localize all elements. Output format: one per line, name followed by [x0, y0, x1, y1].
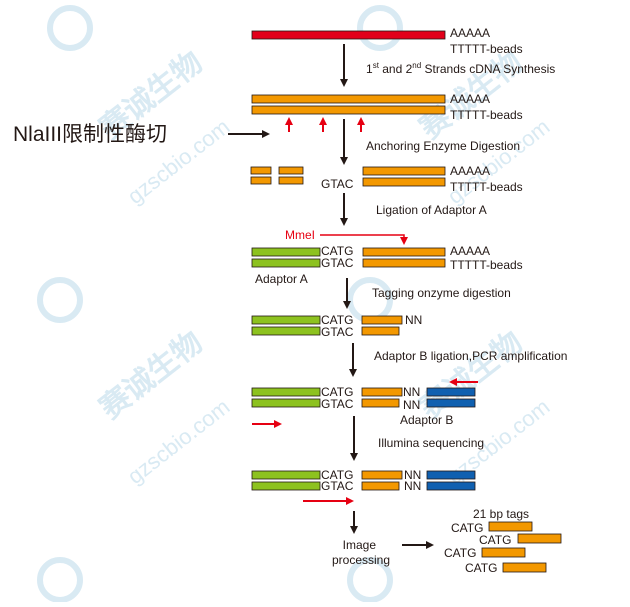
enzyme-label: NlaIII限制性酶切	[13, 123, 167, 146]
poly-a-label: AAAAA	[450, 164, 490, 178]
tags-title: 21 bp tags	[473, 507, 529, 521]
gtac-label: GTAC	[321, 479, 354, 493]
tag-top	[361, 315, 403, 325]
tag-fragment	[502, 562, 547, 573]
step-tagging: Tagging onzyme digestion	[372, 286, 511, 300]
gtac-label: GTAC	[321, 397, 354, 411]
adaptor-a-bottom	[251, 258, 321, 268]
poly-t-beads-label: TTTTT-beads	[450, 180, 523, 194]
catg-label: CATG	[321, 244, 353, 258]
nn-label: NN	[405, 313, 422, 327]
poly-a-label: AAAAA	[450, 92, 490, 106]
cdna-fragment-bottom	[362, 177, 446, 187]
nn-label: NN	[403, 398, 420, 412]
cdna-fragment-top	[362, 247, 446, 257]
tag-top	[361, 387, 403, 397]
poly-a-label: AAAAA	[450, 244, 490, 258]
tag-bottom	[361, 398, 400, 408]
tag-fragment	[481, 547, 526, 558]
adaptor-b-bottom	[426, 398, 476, 408]
mrna-strand	[251, 30, 446, 40]
poly-t-beads-label: TTTTT-beads	[450, 108, 523, 122]
gtac-label: GTAC	[321, 177, 354, 191]
adaptor-a-bottom	[251, 481, 321, 491]
step-cdna-synthesis: 1st and 2nd Strands cDNA Synthesis	[366, 61, 555, 76]
adaptor-b-top	[426, 470, 476, 480]
tag-catg-label: CATG	[479, 533, 511, 547]
cdna-fragment-bottom	[362, 258, 446, 268]
gtac-label: GTAC	[321, 256, 354, 270]
step-image-processing: Image processing	[332, 538, 390, 567]
watermark-brand: 赛诚生物	[93, 325, 208, 426]
watermark-brand: 赛诚生物	[413, 325, 528, 426]
tag-catg-label: CATG	[444, 546, 476, 560]
adaptor-a-bottom	[251, 398, 321, 408]
gtac-label: GTAC	[321, 325, 354, 339]
catg-label: CATG	[321, 313, 353, 327]
step-image-processing-line: Image	[343, 538, 377, 552]
nn-label: NN	[404, 468, 421, 482]
cdna-strand-top	[251, 94, 446, 104]
adaptor-a-top	[251, 470, 321, 480]
nn-label: NN	[403, 385, 420, 399]
adaptor-a-label: Adaptor A	[255, 272, 308, 286]
tag-catg-label: CATG	[465, 561, 497, 575]
tag-bottom	[361, 481, 400, 491]
adaptor-b-top	[426, 387, 476, 397]
cdna-fragment-top	[362, 166, 446, 176]
catg-label: CATG	[321, 385, 353, 399]
mmel-label: MmeI	[285, 228, 315, 242]
catg-label: CATG	[321, 468, 353, 482]
poly-t-beads-label: TTTTT-beads	[450, 42, 523, 56]
adaptor-b-bottom	[426, 481, 476, 491]
step-ligation-b: Adaptor B ligation,PCR amplification	[374, 349, 567, 363]
tag-top	[361, 470, 403, 480]
poly-a-label: AAAAA	[450, 26, 490, 40]
step-sequencing: Illumina sequencing	[378, 436, 484, 450]
tag-catg-label: CATG	[451, 521, 483, 535]
adaptor-a-bottom	[251, 326, 321, 336]
tag-fragment	[488, 521, 533, 532]
watermark-url: gzscbio.com	[123, 394, 235, 489]
step-anchoring: Anchoring Enzyme Digestion	[366, 139, 520, 153]
tag-fragment	[517, 533, 562, 544]
digested-fragments	[250, 166, 304, 185]
mmel-cut-arrow	[320, 234, 408, 245]
adaptor-a-top	[251, 387, 321, 397]
tag-bottom	[361, 326, 400, 336]
adaptor-a-top	[251, 247, 321, 257]
nn-label: NN	[404, 479, 421, 493]
cdna-strand-bottom	[251, 105, 446, 115]
watermark-url: gzscbio.com	[443, 114, 555, 209]
step-ligation-a: Ligation of Adaptor A	[376, 203, 487, 217]
adaptor-b-label: Adaptor B	[400, 413, 453, 427]
adaptor-a-top	[251, 315, 321, 325]
step-image-processing-line: processing	[332, 553, 390, 567]
poly-t-beads-label: TTTTT-beads	[450, 258, 523, 272]
